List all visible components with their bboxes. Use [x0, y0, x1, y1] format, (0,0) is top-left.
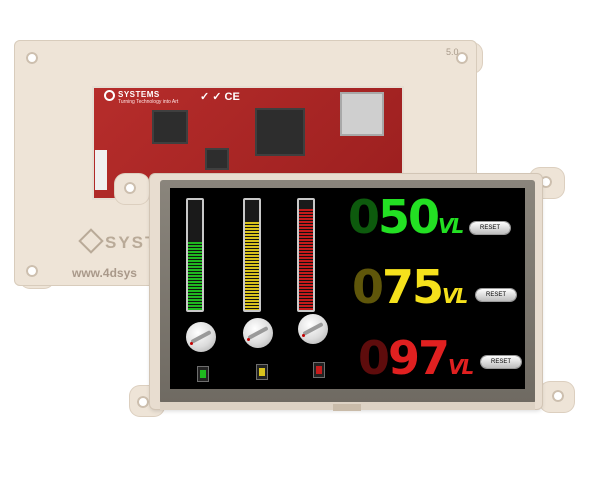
knob-indicator — [190, 342, 193, 345]
knob-indicator — [247, 338, 250, 341]
led-yellow-lamp — [259, 368, 265, 376]
meter-red-fill — [299, 208, 313, 310]
front-hole-bottom-left — [137, 396, 149, 408]
readout-green-value: 50 — [378, 190, 440, 244]
reset-button-yellow[interactable]: RESET — [476, 289, 516, 301]
led-green-lamp — [200, 370, 206, 378]
meter-yellow-fill — [245, 222, 259, 310]
lcd-screen — [170, 188, 525, 389]
mount-hole-top-right — [456, 52, 468, 64]
meter-green-fill — [188, 241, 202, 310]
readout-green-dim-digit: 0 — [348, 190, 380, 244]
chip-secondary — [205, 148, 229, 170]
knob-indicator — [302, 334, 305, 337]
pcb-connector — [95, 150, 107, 190]
led-green — [197, 366, 209, 382]
readout-yellow-value: 75 — [382, 260, 444, 314]
certification-marks: ✓ ✓ CE — [200, 91, 240, 103]
front-hole-bottom-right — [552, 390, 564, 402]
readout-red-dim-digit: 0 — [358, 331, 390, 385]
pcb-brand-subtext: Turning Technology into Art — [118, 99, 179, 105]
display-flex-connector — [333, 404, 361, 411]
mount-hole-top-left — [26, 52, 38, 64]
version-label: 5.0 — [446, 47, 459, 57]
knob-green[interactable] — [186, 322, 216, 352]
knob-slot — [302, 322, 324, 336]
led-red — [313, 362, 325, 378]
sd-card-slot — [340, 92, 384, 136]
knob-red[interactable] — [298, 314, 328, 344]
mount-hole-bottom-left — [26, 265, 38, 277]
readout-yellow-unit: VL — [442, 284, 468, 308]
readout-green-unit: VL — [438, 214, 464, 238]
led-red-lamp — [316, 366, 322, 374]
led-yellow — [256, 364, 268, 380]
knob-yellow[interactable] — [243, 318, 273, 348]
brand-logo-icon — [104, 90, 115, 101]
chip-small — [152, 110, 188, 144]
chip-main — [255, 108, 305, 156]
readout-red: 097VL — [358, 335, 474, 390]
front-hole-top-left — [124, 182, 136, 194]
knob-slot — [190, 330, 212, 344]
readout-yellow: 075VL — [352, 264, 468, 319]
reset-button-green[interactable]: RESET — [470, 222, 510, 234]
rear-url-text: www.4dsys — [72, 266, 137, 280]
meter-yellow — [243, 198, 261, 312]
readout-yellow-dim-digit: 0 — [352, 260, 384, 314]
front-hole-top-right — [540, 176, 552, 188]
readout-red-unit: VL — [448, 355, 474, 379]
knob-slot — [247, 326, 269, 340]
meter-green — [186, 198, 204, 312]
reset-button-red[interactable]: RESET — [481, 356, 521, 368]
meter-red — [297, 198, 315, 312]
pcb-brand-text: SYSTEMS — [118, 90, 160, 99]
readout-green: 050VL — [348, 194, 464, 249]
readout-red-value: 97 — [388, 331, 450, 385]
